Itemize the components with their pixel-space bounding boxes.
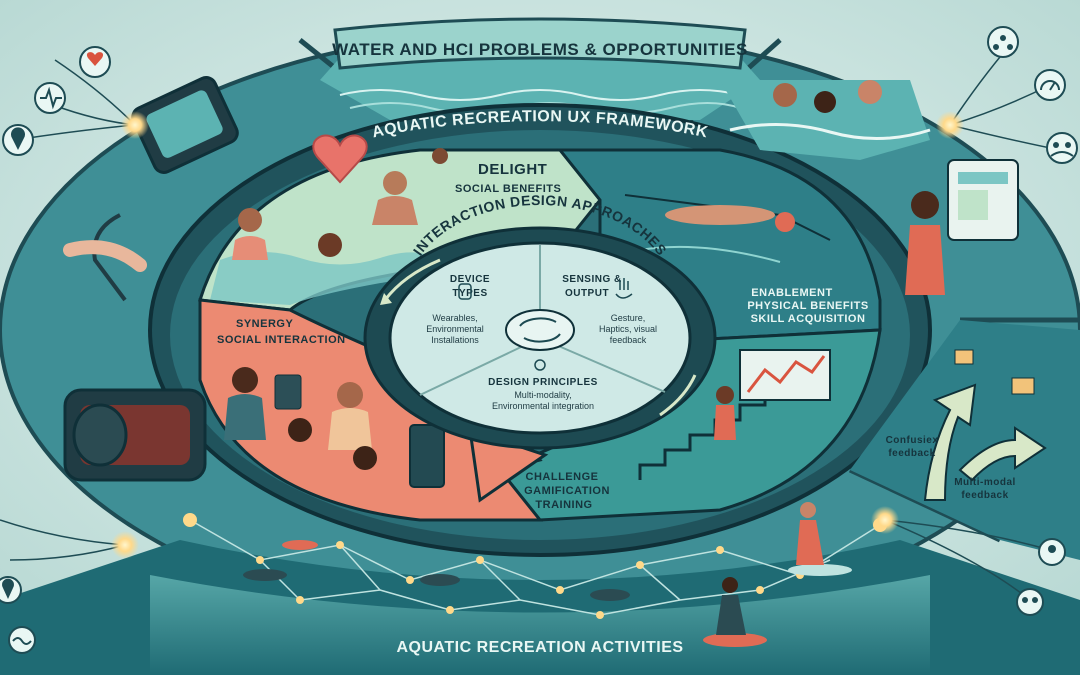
- sensing-desc-1: Gesture,: [611, 313, 646, 323]
- synergy-people: [224, 367, 445, 488]
- location-pin-icon: [2, 124, 34, 156]
- feedback-arrow-up: [923, 383, 977, 501]
- top-banner: [333, 17, 747, 70]
- activity-network: [189, 519, 881, 616]
- sensing-desc-3: feedback: [610, 335, 647, 345]
- gauge-icon: [1034, 69, 1066, 101]
- pulse-icon: [34, 82, 66, 114]
- synergy-title: SYNERGY: [236, 318, 293, 330]
- sensing-title-1: SENSING &: [562, 274, 622, 285]
- glow-node: [111, 531, 139, 559]
- design-principles-desc-1: Multi-modality,: [514, 390, 571, 400]
- gear-icon: [534, 359, 546, 371]
- delight-title: DELIGHT: [478, 161, 547, 178]
- feedback-2b: feedback: [961, 490, 1008, 501]
- design-principles-desc-2: Environmental integration: [492, 401, 594, 411]
- challenge-line1: GAMIFICATION: [524, 485, 610, 497]
- outer-top-title: WATER AND HCI PROBLEMS & OPPORTUNITIES: [332, 40, 748, 59]
- challenge-line2: TRAINING: [535, 499, 592, 511]
- activity-figures: [243, 502, 852, 647]
- group-icon: [1038, 538, 1066, 566]
- bottom-title: AQUATIC RECREATION ACTIVITIES: [396, 639, 683, 656]
- left-devices: [63, 76, 239, 482]
- group-icon: [1016, 588, 1044, 616]
- synergy-subtitle: SOCIAL INTERACTION: [217, 334, 346, 346]
- location-pin-icon: [0, 576, 22, 604]
- group-icon: [1046, 132, 1078, 164]
- enablement-title: ENABLEMENT: [751, 287, 832, 299]
- hand-gesture-icon: [615, 278, 633, 299]
- feedback-1a: Confusiex: [886, 435, 939, 446]
- device-types-title-2: TYPES: [452, 288, 487, 299]
- feedback-1b: feedback: [888, 448, 935, 459]
- heart-icon: [312, 134, 368, 184]
- enablement-line1: PHYSICAL BENEFITS: [747, 300, 868, 312]
- device-types-title-1: DEVICE: [450, 274, 490, 285]
- delight-swimmers: [232, 148, 448, 260]
- feedback-arrow-right: [958, 426, 1047, 482]
- challenge-title: CHALLENGE: [526, 471, 599, 483]
- delight-subtitle: SOCIAL BENEFITS: [455, 183, 561, 195]
- enablement-swimmer: [624, 194, 831, 263]
- watch-icon: [458, 283, 472, 300]
- people-network-icon: [987, 26, 1019, 58]
- design-principles-title: DESIGN PRINCIPLES: [488, 377, 598, 388]
- right-illustrations: [720, 80, 1019, 295]
- wave-icon: [8, 626, 36, 654]
- sensing-desc-2: Haptics, visual: [599, 324, 657, 334]
- device-types-desc-2: Environmental: [426, 324, 484, 334]
- challenge-illustration: [638, 349, 831, 480]
- heart-rate-icon: [79, 46, 111, 78]
- glow-node: [121, 111, 149, 139]
- center-hub: [505, 309, 575, 351]
- feedback-2a: Multi-modal: [954, 477, 1016, 488]
- glow-node: [936, 111, 964, 139]
- sensing-title-2: OUTPUT: [565, 288, 609, 299]
- glow-node: [871, 506, 899, 534]
- enablement-line2: SKILL ACQUISITION: [751, 313, 866, 325]
- device-types-desc-1: Wearables,: [432, 313, 477, 323]
- device-types-desc-3: Installations: [431, 335, 479, 345]
